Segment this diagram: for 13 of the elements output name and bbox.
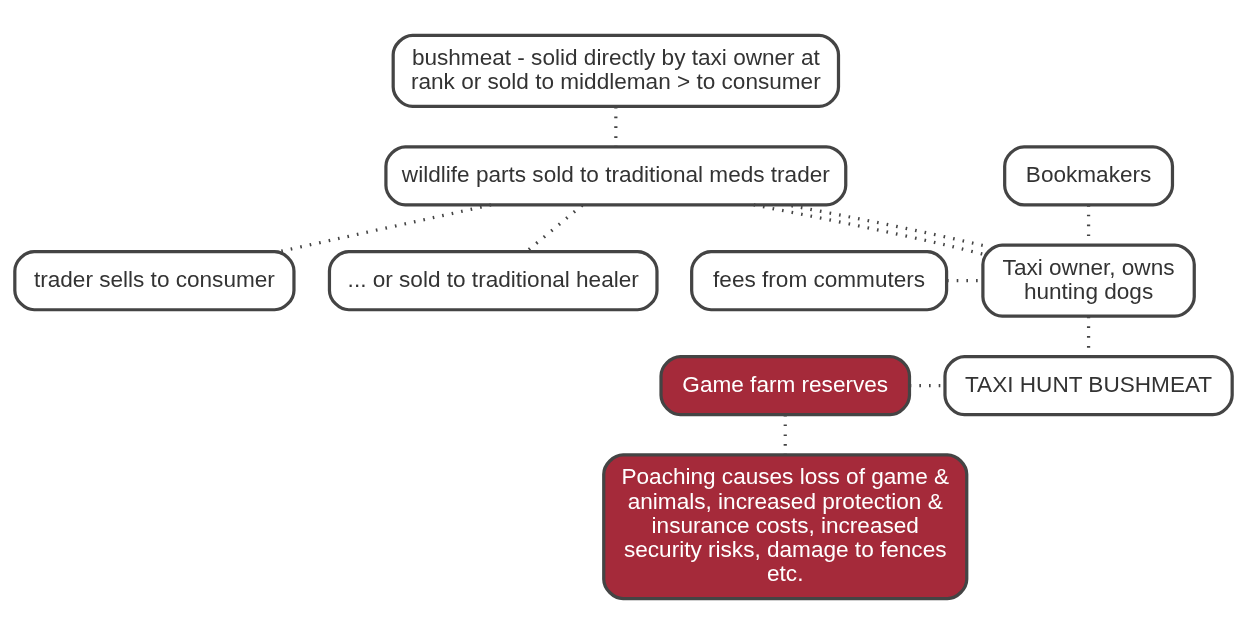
node-box: fees from commuters — [690, 250, 949, 312]
node-box: Poaching causes loss of game & animals, increased protection & insurance costs, increased security risks, damage to fences etc. — [602, 453, 969, 601]
node-box: Game farm reserves — [659, 354, 912, 417]
connector — [525, 203, 584, 253]
node-box: ... or sold to traditional healer — [327, 250, 659, 312]
node-box: wildlife parts sold to traditional meds trader — [384, 145, 848, 207]
node-box: Bookmakers — [1003, 145, 1175, 207]
node-box: trader sells to consumer — [13, 250, 296, 312]
node-box: Taxi owner, owns hunting dogs — [981, 243, 1196, 318]
node-box: bushmeat - solid directly by taxi owner at rank or sold to middleman > to consumer — [391, 33, 841, 109]
node-box: TAXI HUNT BUSHMEAT — [943, 354, 1234, 417]
connector — [279, 203, 492, 254]
connector — [753, 203, 983, 256]
